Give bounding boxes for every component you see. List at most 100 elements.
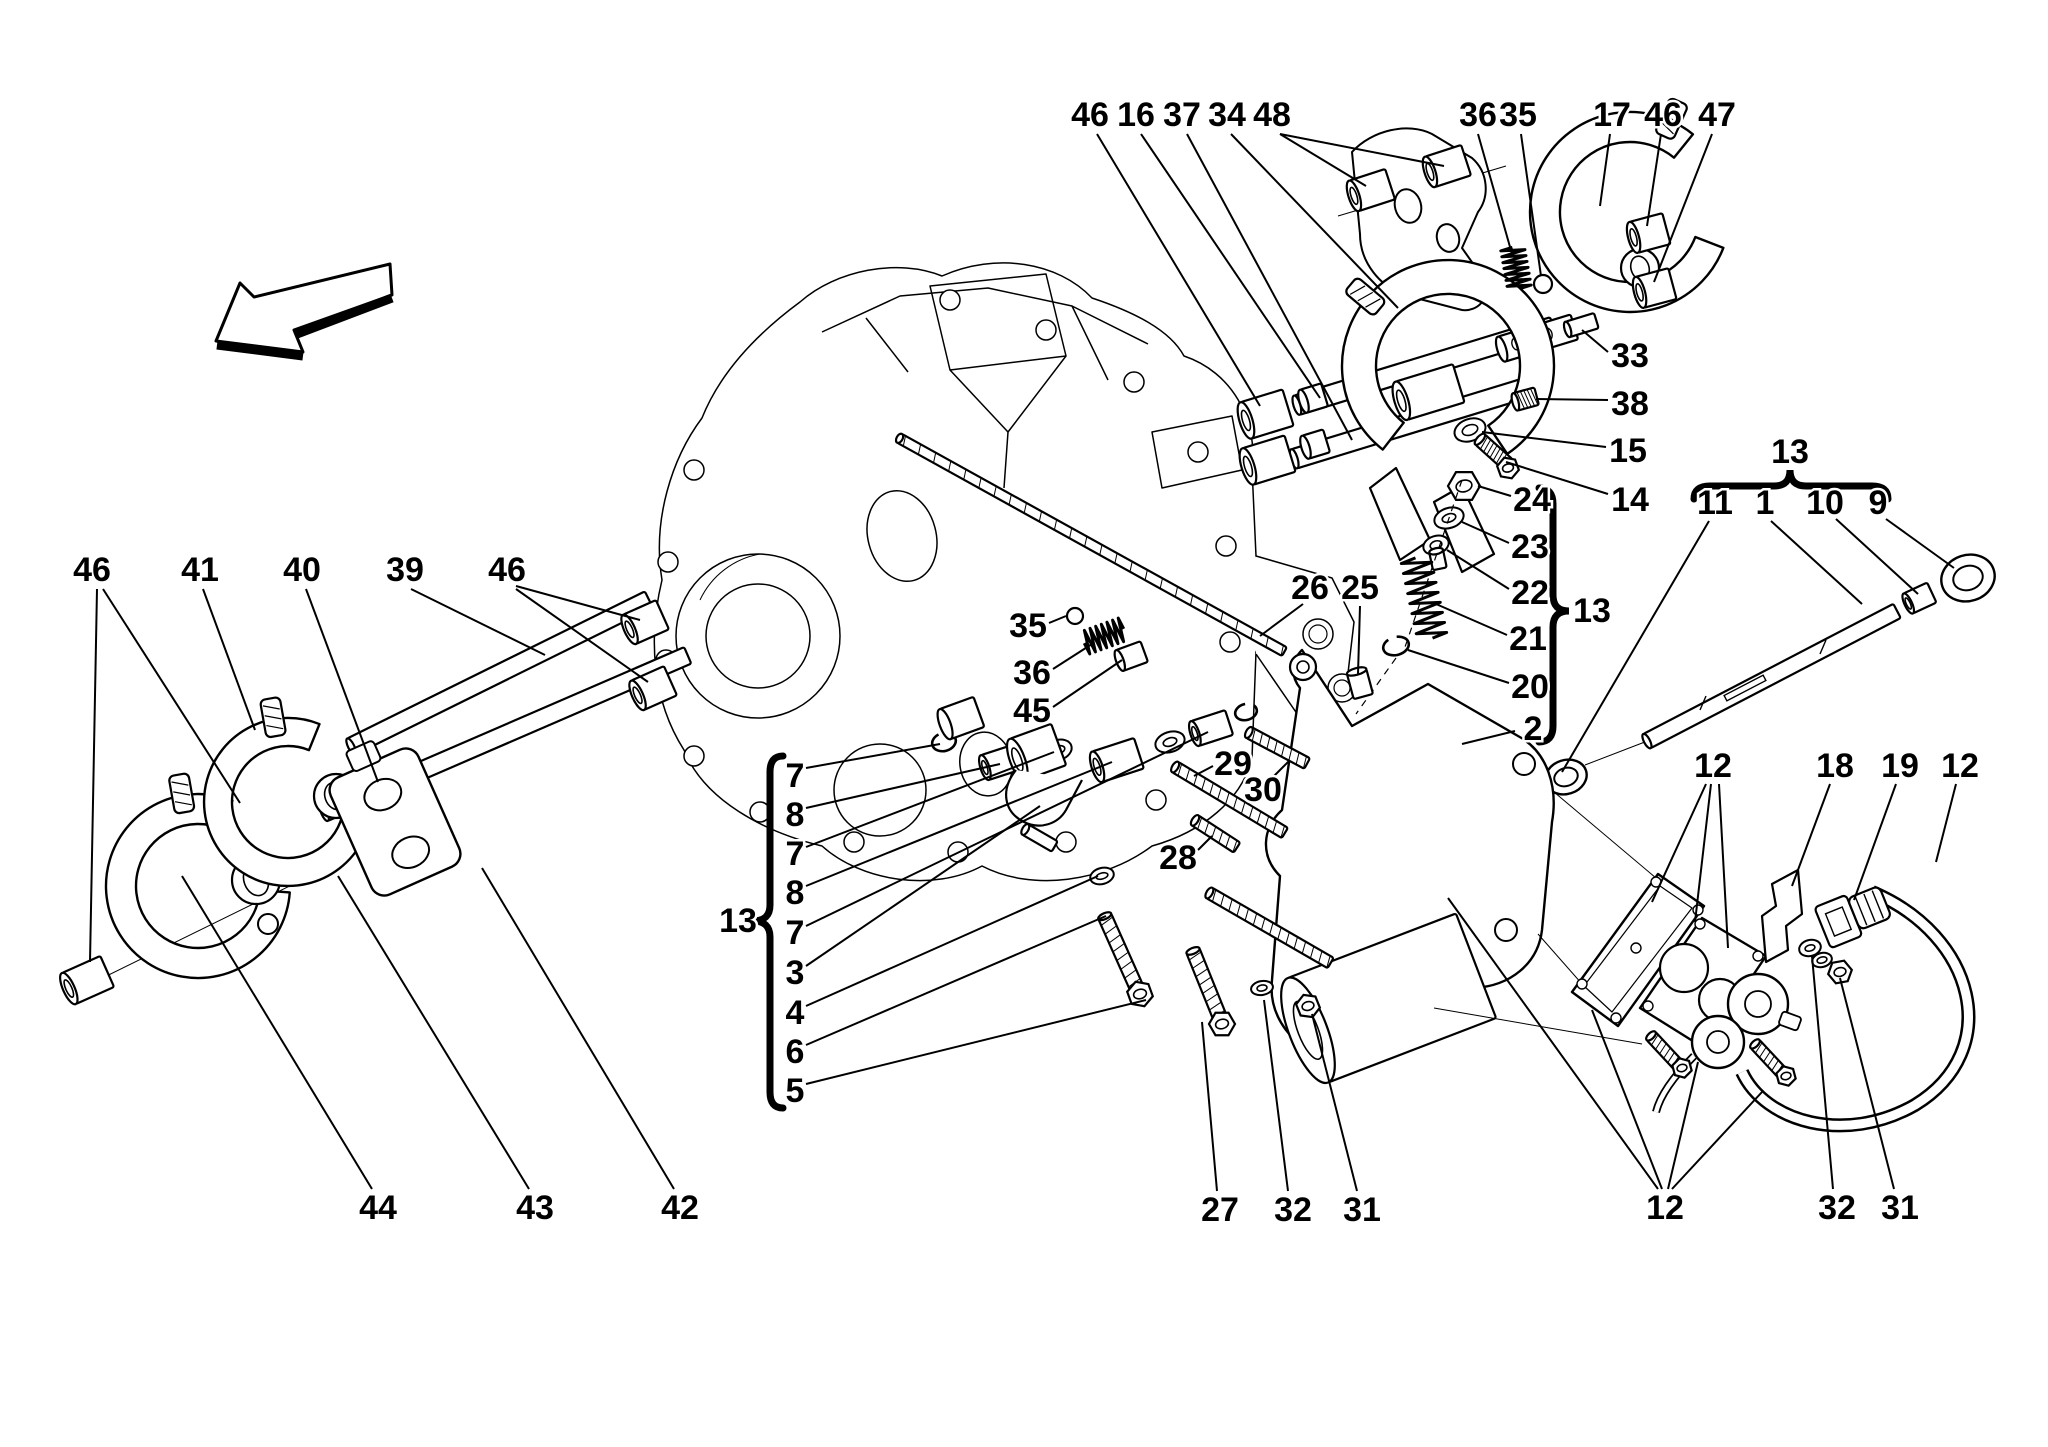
thread-mark — [1100, 916, 1114, 926]
thread-mark — [1655, 1038, 1663, 1050]
thread-mark — [1280, 645, 1284, 656]
lever-arm-3 — [1005, 769, 1083, 827]
bolt-hole — [1055, 831, 1077, 853]
part-number-2: 2 — [1524, 710, 1543, 748]
thread-mark — [1084, 536, 1088, 547]
connector-plug-19 — [1814, 886, 1891, 949]
actuator-housing-2 — [1264, 648, 1657, 1085]
gasket-hole — [1610, 1012, 1622, 1024]
fork-lug — [257, 913, 279, 935]
collar — [1297, 382, 1329, 414]
part-number-37: 37 — [1163, 96, 1201, 134]
sensor-tab — [1778, 1010, 1802, 1032]
face-boss — [1512, 752, 1536, 776]
leader-line-9 — [1885, 518, 1955, 569]
exploded-view-artwork — [59, 97, 1996, 1133]
thread-mark — [1188, 951, 1202, 961]
cylinder-end — [1189, 813, 1201, 827]
leader-line-48 — [1279, 133, 1367, 187]
thread-mark — [1159, 578, 1163, 589]
part-number-39: 39 — [386, 551, 424, 589]
detent-ball-35 — [1065, 606, 1085, 626]
group-label-13: 13 — [719, 902, 757, 940]
part-number-36: 36 — [1013, 654, 1051, 692]
part-number-30: 30 — [1244, 771, 1282, 809]
rod-notch — [1819, 639, 1827, 655]
bolt-hole — [1035, 319, 1057, 341]
thread-mark — [1129, 561, 1133, 572]
part-number-46: 46 — [73, 551, 111, 589]
group-brace-13 — [1690, 469, 1892, 503]
leader-line-7 — [805, 743, 941, 769]
cylinder-end — [1749, 1038, 1761, 1050]
collar — [1299, 428, 1331, 460]
part-number-35: 35 — [1499, 96, 1537, 134]
case-window — [866, 489, 938, 583]
thread-mark — [993, 486, 997, 497]
part-number-10: 10 — [1806, 484, 1844, 522]
part-number-19: 19 — [1881, 747, 1919, 785]
fork-hub — [1391, 363, 1466, 422]
part-number-12: 12 — [1646, 1189, 1684, 1227]
cable-core — [1737, 887, 1973, 1130]
bore-hatch — [699, 553, 761, 601]
sensor-hub — [1744, 990, 1772, 1018]
washer-hole — [1162, 736, 1178, 748]
knurl-mark — [171, 781, 189, 786]
part-number-8: 8 — [786, 874, 805, 912]
thread-mark — [1244, 908, 1249, 921]
leader-line-47 — [1653, 133, 1713, 283]
part-number-22: 22 — [1511, 574, 1549, 612]
thread-mark — [1124, 969, 1137, 979]
bushing-46 — [620, 599, 670, 646]
thread-mark — [1293, 936, 1298, 949]
part-number-34: 34 — [1208, 96, 1246, 134]
thread-mark — [1526, 389, 1536, 407]
part-number-35: 35 — [1009, 607, 1047, 645]
thread-mark — [1192, 959, 1205, 969]
thread-mark — [1189, 594, 1194, 606]
thread-mark — [1486, 442, 1495, 456]
gasket-hole — [1692, 904, 1704, 916]
gearbox-housing — [653, 262, 1357, 882]
leader-line-46 — [1646, 133, 1662, 227]
nut-hole — [1833, 966, 1847, 978]
thread-mark — [1309, 946, 1315, 959]
part-number-7: 7 — [786, 835, 805, 873]
lever-hub — [936, 696, 985, 741]
thread-mark — [1260, 917, 1266, 931]
stud-26 — [894, 432, 1288, 657]
group-brace-13 — [1535, 484, 1570, 746]
bore — [63, 979, 75, 998]
sleeve-7 — [1187, 709, 1234, 748]
nut-hole — [1132, 988, 1148, 1000]
leader-line-28 — [1197, 835, 1213, 851]
actuator-barrel — [1280, 912, 1497, 1085]
knurl-mark — [1365, 298, 1381, 308]
nut-hole — [1455, 479, 1473, 493]
leader-line-layer — [89, 133, 1957, 1192]
thread-mark — [1144, 569, 1148, 581]
leader-line-25 — [1357, 605, 1361, 675]
thread-mark — [1251, 728, 1256, 742]
leader-line-23 — [1461, 521, 1510, 544]
leader-line-3 — [805, 805, 1041, 967]
stud-30 — [1243, 725, 1311, 770]
bracket-bore — [1435, 223, 1461, 253]
knurl-mark — [1349, 285, 1366, 295]
part-number-46: 46 — [488, 551, 526, 589]
leader-line-12 — [1694, 783, 1712, 923]
rod-notch — [1699, 695, 1707, 711]
leader-line-5 — [805, 999, 1147, 1085]
set-screw-38 — [1510, 386, 1540, 412]
nut-hole — [1780, 1071, 1792, 1081]
leader-line-48 — [1279, 133, 1445, 167]
thread-mark — [1479, 436, 1488, 450]
bolt-hole — [1145, 789, 1167, 811]
leader-line-18 — [1791, 783, 1831, 887]
thread-mark — [1771, 1060, 1779, 1071]
projection-line — [1433, 1007, 1643, 1045]
knurl-mark — [1357, 291, 1374, 302]
part-number-31: 31 — [1881, 1189, 1919, 1227]
part-number-32: 32 — [1818, 1189, 1856, 1227]
